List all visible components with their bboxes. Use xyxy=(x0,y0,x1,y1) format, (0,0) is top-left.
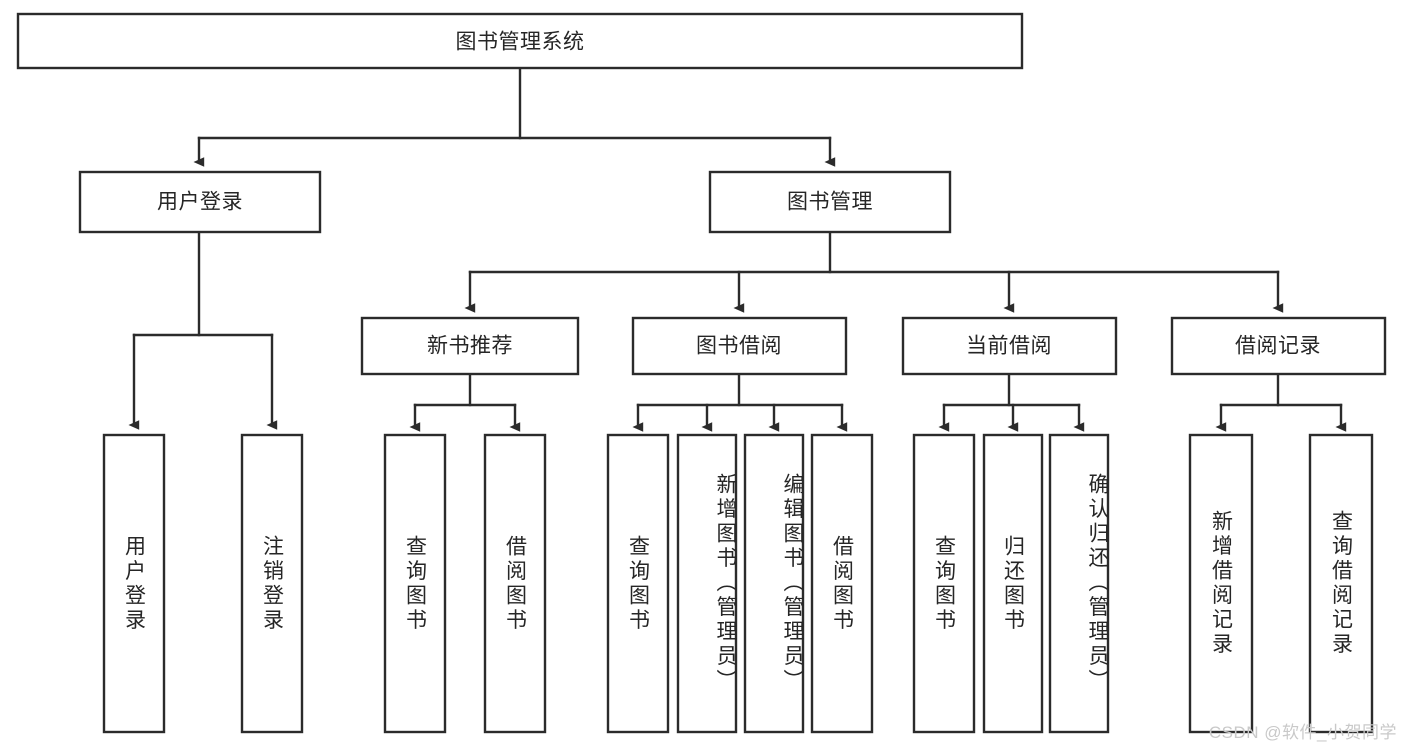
leaf-query-record-box[interactable] xyxy=(1308,433,1374,734)
node-current-borrow-label: 当前借阅 xyxy=(966,335,1052,358)
node-borrow-record-label: 借阅记录 xyxy=(1235,335,1321,358)
leaf-confirm-return-box[interactable] xyxy=(1048,433,1110,734)
node-book-borrow-box[interactable] xyxy=(631,316,848,376)
node-book-manage[interactable]: 图书管理 xyxy=(708,170,952,234)
node-current-borrow-box[interactable] xyxy=(901,316,1118,376)
node-root-box[interactable] xyxy=(16,12,1024,70)
node-borrow-record[interactable]: 借阅记录 xyxy=(1170,316,1387,376)
csdn-watermark: CSDN @软件_小贺同学 xyxy=(1208,723,1397,742)
node-book-borrow[interactable]: 图书借阅 xyxy=(631,316,848,376)
node-borrow-record-box[interactable] xyxy=(1170,316,1387,376)
node-root-label: 图书管理系统 xyxy=(456,31,585,54)
node-user-login[interactable]: 用户登录 xyxy=(78,170,322,234)
node-new-book-rec-box[interactable] xyxy=(360,316,580,376)
node-new-book-rec[interactable]: 新书推荐 xyxy=(360,316,580,376)
node-book-manage-label: 图书管理 xyxy=(787,191,873,214)
leaf-edit-book-box[interactable] xyxy=(743,433,805,734)
connector-layer xyxy=(128,66,1347,432)
leaf-borrow-book-2-box[interactable] xyxy=(810,433,874,734)
leaf-add-record-box[interactable] xyxy=(1188,433,1254,734)
node-root[interactable]: 图书管理系统 xyxy=(16,12,1024,70)
node-book-borrow-label: 图书借阅 xyxy=(696,335,782,358)
leaf-add-book-box[interactable] xyxy=(676,433,738,734)
leaf-node-layer xyxy=(102,433,1374,734)
leaf-user-login-box[interactable] xyxy=(102,433,166,734)
node-new-book-rec-label: 新书推荐 xyxy=(427,335,513,358)
node-user-login-label: 用户登录 xyxy=(157,191,243,214)
leaf-query-book-1-box[interactable] xyxy=(383,433,447,734)
leaf-query-book-2-box[interactable] xyxy=(606,433,670,734)
leaf-query-book-3-box[interactable] xyxy=(912,433,976,734)
leaf-return-book-box[interactable] xyxy=(982,433,1044,734)
leaf-borrow-book-1-box[interactable] xyxy=(483,433,547,734)
node-user-login-box[interactable] xyxy=(78,170,322,234)
node-book-manage-box[interactable] xyxy=(708,170,952,234)
leaf-logout-box[interactable] xyxy=(240,433,304,734)
node-current-borrow[interactable]: 当前借阅 xyxy=(901,316,1118,376)
